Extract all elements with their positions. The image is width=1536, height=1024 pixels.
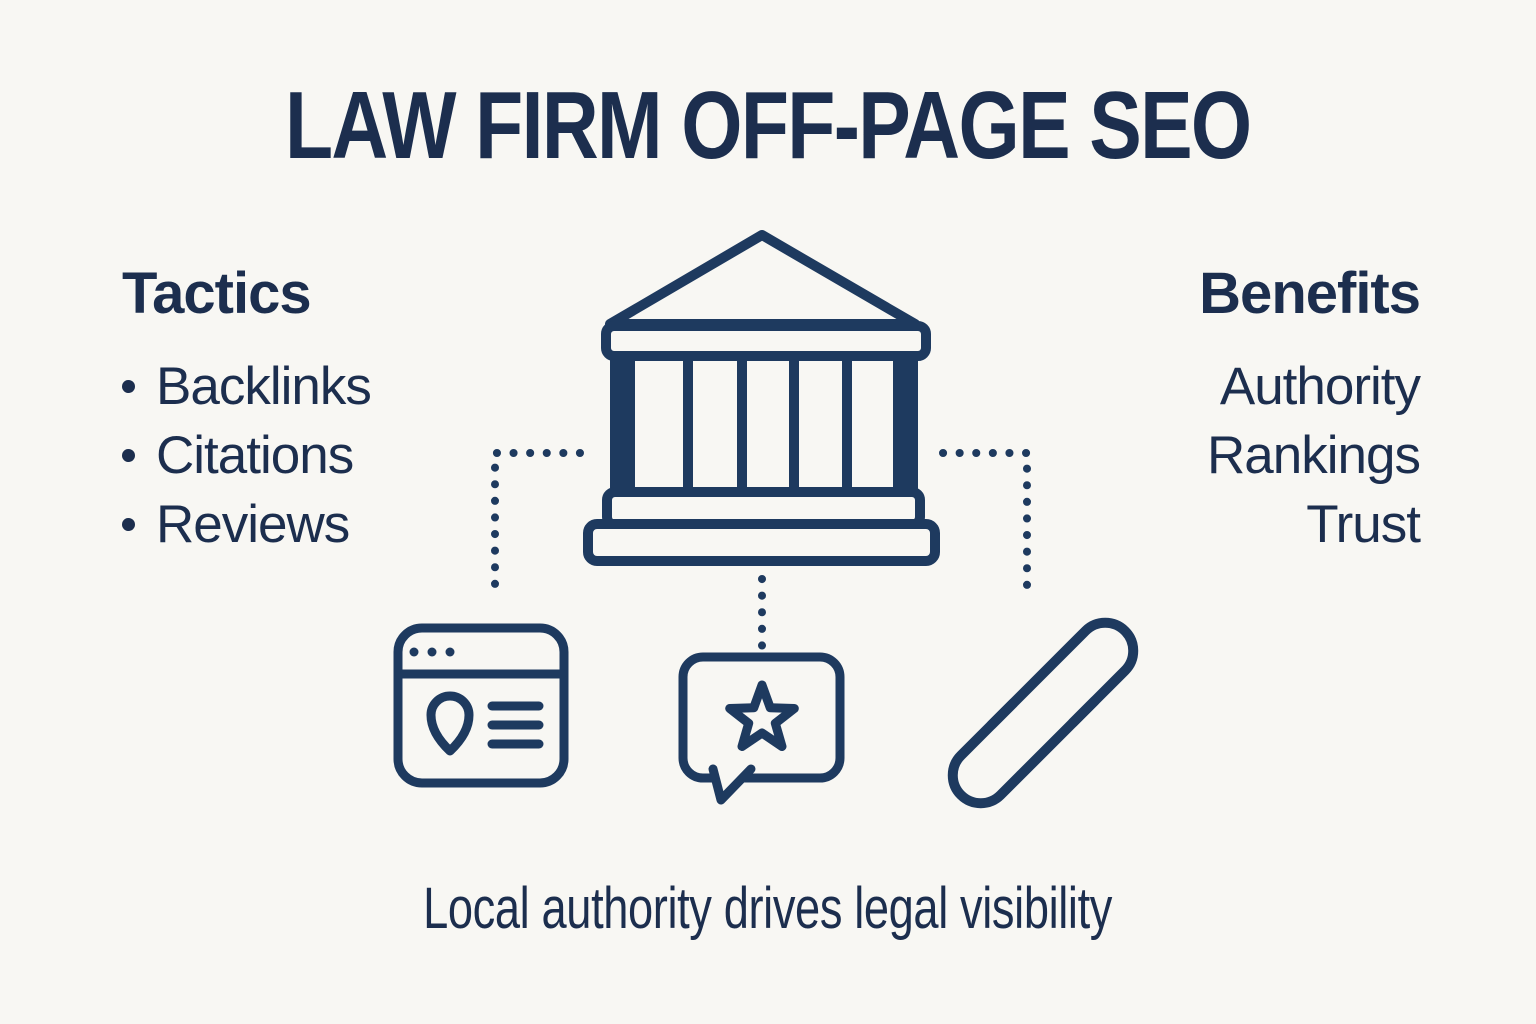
page-title-text: LAW FIRM OFF-PAGE SEO <box>285 72 1252 179</box>
star-icon <box>725 680 799 751</box>
tactics-heading: Tactics <box>122 261 312 326</box>
bullet-dot-icon <box>122 518 135 531</box>
pediment <box>605 230 920 329</box>
citation-browser-icon <box>393 623 569 788</box>
dotted-connector-right <box>939 449 1031 602</box>
bubble-tail <box>708 764 756 805</box>
list-item: Trust <box>1207 490 1421 559</box>
list-item-label: Trust <box>1306 495 1421 554</box>
benefits-heading: Benefits <box>1199 261 1421 326</box>
list-item: Citations <box>122 421 371 490</box>
bullet-dot-icon <box>122 449 135 462</box>
backlink-chain-icon <box>947 617 1139 809</box>
list-item-label: Backlinks <box>156 357 372 416</box>
bullet-dot-icon <box>122 380 135 393</box>
list-item-label: Citations <box>156 426 354 485</box>
list-item-label: Reviews <box>156 495 350 554</box>
chain-link-lower <box>947 695 1100 809</box>
courthouse-icon <box>583 230 940 566</box>
list-item: Authority <box>1207 352 1421 421</box>
tagline-text: Local authority drives legal visibility <box>423 876 1113 941</box>
map-pin-icon <box>426 691 474 756</box>
list-item: Backlinks <box>122 352 372 421</box>
list-item-label: Rankings <box>1207 426 1421 485</box>
page-title: LAW FIRM OFF-PAGE SEO <box>0 78 1536 174</box>
benefits-list: Authority Rankings Trust <box>1207 352 1421 559</box>
base-step <box>583 519 940 566</box>
dotted-connector-left <box>491 449 584 602</box>
list-item: Reviews <box>122 490 371 559</box>
tagline: Local authority drives legal visibility <box>0 876 1536 943</box>
browser-dot <box>427 647 437 657</box>
list-item-label: Authority <box>1219 357 1421 416</box>
list-item: Rankings <box>1207 421 1421 490</box>
browser-dot <box>445 647 455 657</box>
chain-link-upper <box>986 617 1139 731</box>
review-bubble-icon <box>678 652 845 805</box>
entablature <box>601 321 931 361</box>
browser-dot <box>409 647 419 657</box>
tactics-list: Backlinks Citations Reviews <box>122 352 372 559</box>
